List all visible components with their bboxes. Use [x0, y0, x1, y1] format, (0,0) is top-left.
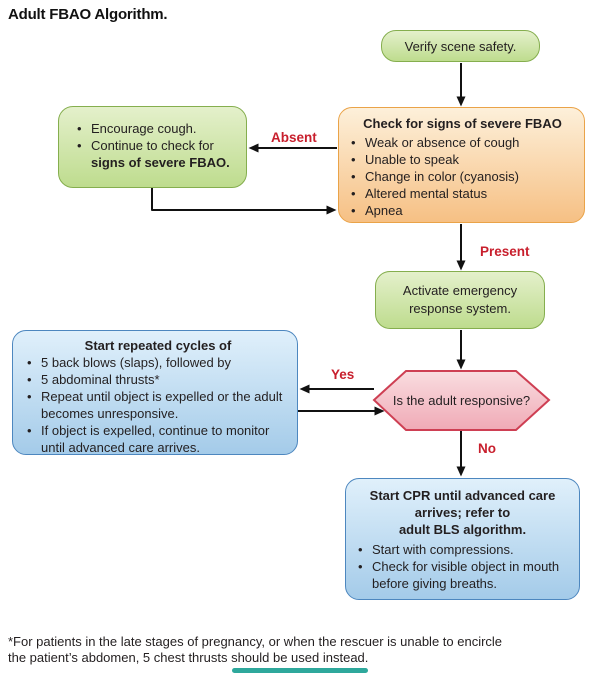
- node-title: Start CPR until advanced care arrives; r…: [356, 487, 569, 538]
- bullet-item: Weak or absence of cough: [349, 134, 576, 151]
- bottom-indicator-bar: [232, 668, 368, 673]
- node-text: Verify scene safety.: [404, 38, 517, 54]
- node-text: Activate emergency response system.: [402, 283, 518, 316]
- bullet-text: Continue to check for: [91, 138, 214, 153]
- verify-scene-safety-node: Verify scene safety.: [381, 30, 540, 62]
- repeated-cycles-node: Start repeated cycles of 5 back blows (s…: [12, 330, 298, 455]
- decision-text: Is the adult responsive?: [392, 393, 531, 408]
- bullet-item: Apnea: [349, 202, 576, 219]
- bullet-item: Check for visible object in mouth before…: [356, 558, 569, 592]
- node-title: Start repeated cycles of: [84, 338, 232, 353]
- bullet-list: Weak or absence of cough Unable to speak…: [349, 134, 576, 219]
- arrow-encourage-loop-to-check: [151, 188, 337, 215]
- yes-label: Yes: [331, 367, 355, 382]
- bullet-item: Unable to speak: [349, 151, 576, 168]
- bullet-list: 5 back blows (slaps), followed by 5 abdo…: [25, 354, 291, 456]
- start-cpr-node: Start CPR until advanced care arrives; r…: [345, 478, 580, 600]
- title-line: arrives; refer to: [414, 505, 511, 520]
- bullet-item: 5 abdominal thrusts*: [25, 371, 291, 388]
- activate-ers-node: Activate emergency response system.: [375, 271, 545, 329]
- bullet-item: Altered mental status: [349, 185, 576, 202]
- bullet-item: Encourage cough.: [75, 120, 240, 137]
- bullet-item: 5 back blows (slaps), followed by: [25, 354, 291, 371]
- page-title: Adult FBAO Algorithm.: [8, 6, 168, 23]
- check-severe-fbao-node: Check for signs of severe FBAO Weak or a…: [338, 107, 585, 223]
- bullet-text-bold: signs of severe FBAO.: [91, 155, 230, 170]
- absent-label: Absent: [271, 130, 317, 145]
- bullet-list: Encourage cough. Continue to check for s…: [75, 120, 240, 171]
- footnote-line: the patient’s abdomen, 5 chest thrusts s…: [8, 649, 369, 665]
- bullet-item: Start with compressions.: [356, 541, 569, 558]
- present-label: Present: [480, 244, 530, 259]
- bullet-list: Start with compressions. Check for visib…: [356, 541, 569, 592]
- bullet-item: Repeat until object is expelled or the a…: [25, 388, 291, 422]
- footnote: *For patients in the late stages of preg…: [8, 634, 596, 665]
- title-line: adult BLS algorithm.: [398, 522, 527, 537]
- footnote-line: *For patients in the late stages of preg…: [8, 634, 503, 649]
- bullet-item: If object is expelled, continue to monit…: [25, 422, 291, 456]
- encourage-cough-node: Encourage cough. Continue to check for s…: [58, 106, 247, 188]
- bullet-item: Change in color (cyanosis): [349, 168, 576, 185]
- no-label: No: [478, 441, 496, 456]
- bullet-item: Continue to check for signs of severe FB…: [75, 137, 240, 171]
- node-title: Check for signs of severe FBAO: [363, 116, 562, 131]
- title-line: Start CPR until advanced care: [369, 488, 556, 503]
